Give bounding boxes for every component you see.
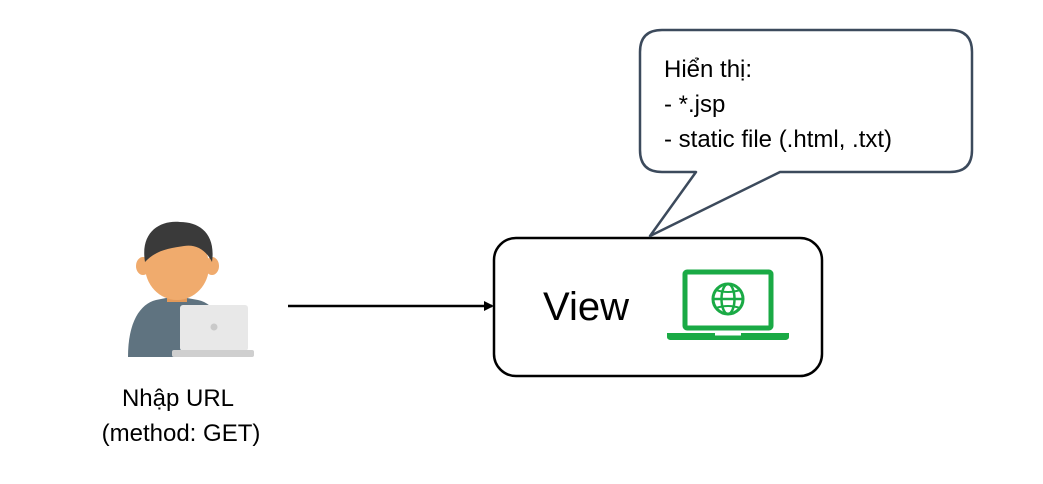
callout-line2: - *.jsp [664, 91, 725, 118]
view-label: View [543, 285, 629, 329]
callout-line3: - static file (.html, .txt) [664, 126, 892, 153]
user-with-laptop-icon [128, 221, 254, 357]
user-caption-line1: Nhập URL [122, 385, 234, 412]
callout-line1: Hiển thị: [664, 56, 752, 83]
callout-bubble [638, 28, 974, 238]
globe-laptop-icon [667, 269, 789, 340]
user-caption-line2: (method: GET) [102, 420, 261, 447]
